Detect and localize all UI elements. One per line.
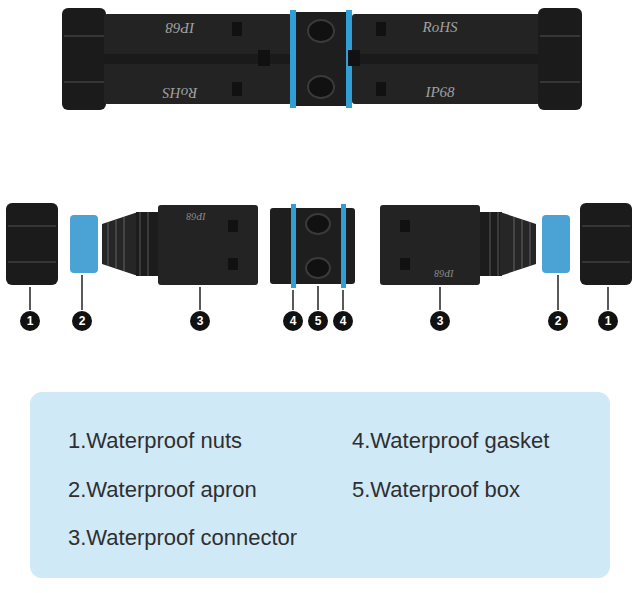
embossed-mark: IP68 — [165, 20, 194, 35]
callout-number: 4 — [340, 315, 347, 327]
part-name: 4.Waterproof gasket — [352, 430, 549, 452]
callout-number: 2 — [555, 315, 562, 327]
embossed-mark: IP68 — [186, 211, 205, 221]
callout-number: 3 — [437, 315, 444, 327]
callout-number: 1 — [27, 315, 34, 327]
callout-number: 2 — [79, 315, 86, 327]
embossed-mark: RoHS — [163, 85, 198, 100]
leader-lines — [30, 275, 608, 310]
callout-number: 4 — [290, 315, 297, 327]
callout-number: 1 — [605, 315, 612, 327]
callout-number: 3 — [197, 315, 204, 327]
part-name: 3.Waterproof connector — [68, 527, 297, 549]
embossed-mark: IP68 — [425, 85, 454, 100]
assembled-connector — [62, 8, 582, 110]
part-name: 1.Waterproof nuts — [68, 430, 242, 452]
callout-circles — [20, 311, 618, 331]
exploded-parts — [6, 203, 632, 288]
part-name: 2.Waterproof apron — [68, 479, 257, 501]
embossed-mark: RoHS — [423, 20, 458, 35]
legend-panel: 1.Waterproof nuts 2.Waterproof apron 3.Wat… — [30, 392, 610, 578]
embossed-mark: IP68 — [434, 268, 453, 278]
part-name: 5.Waterproof box — [352, 479, 520, 501]
callout-number: 5 — [315, 315, 322, 327]
